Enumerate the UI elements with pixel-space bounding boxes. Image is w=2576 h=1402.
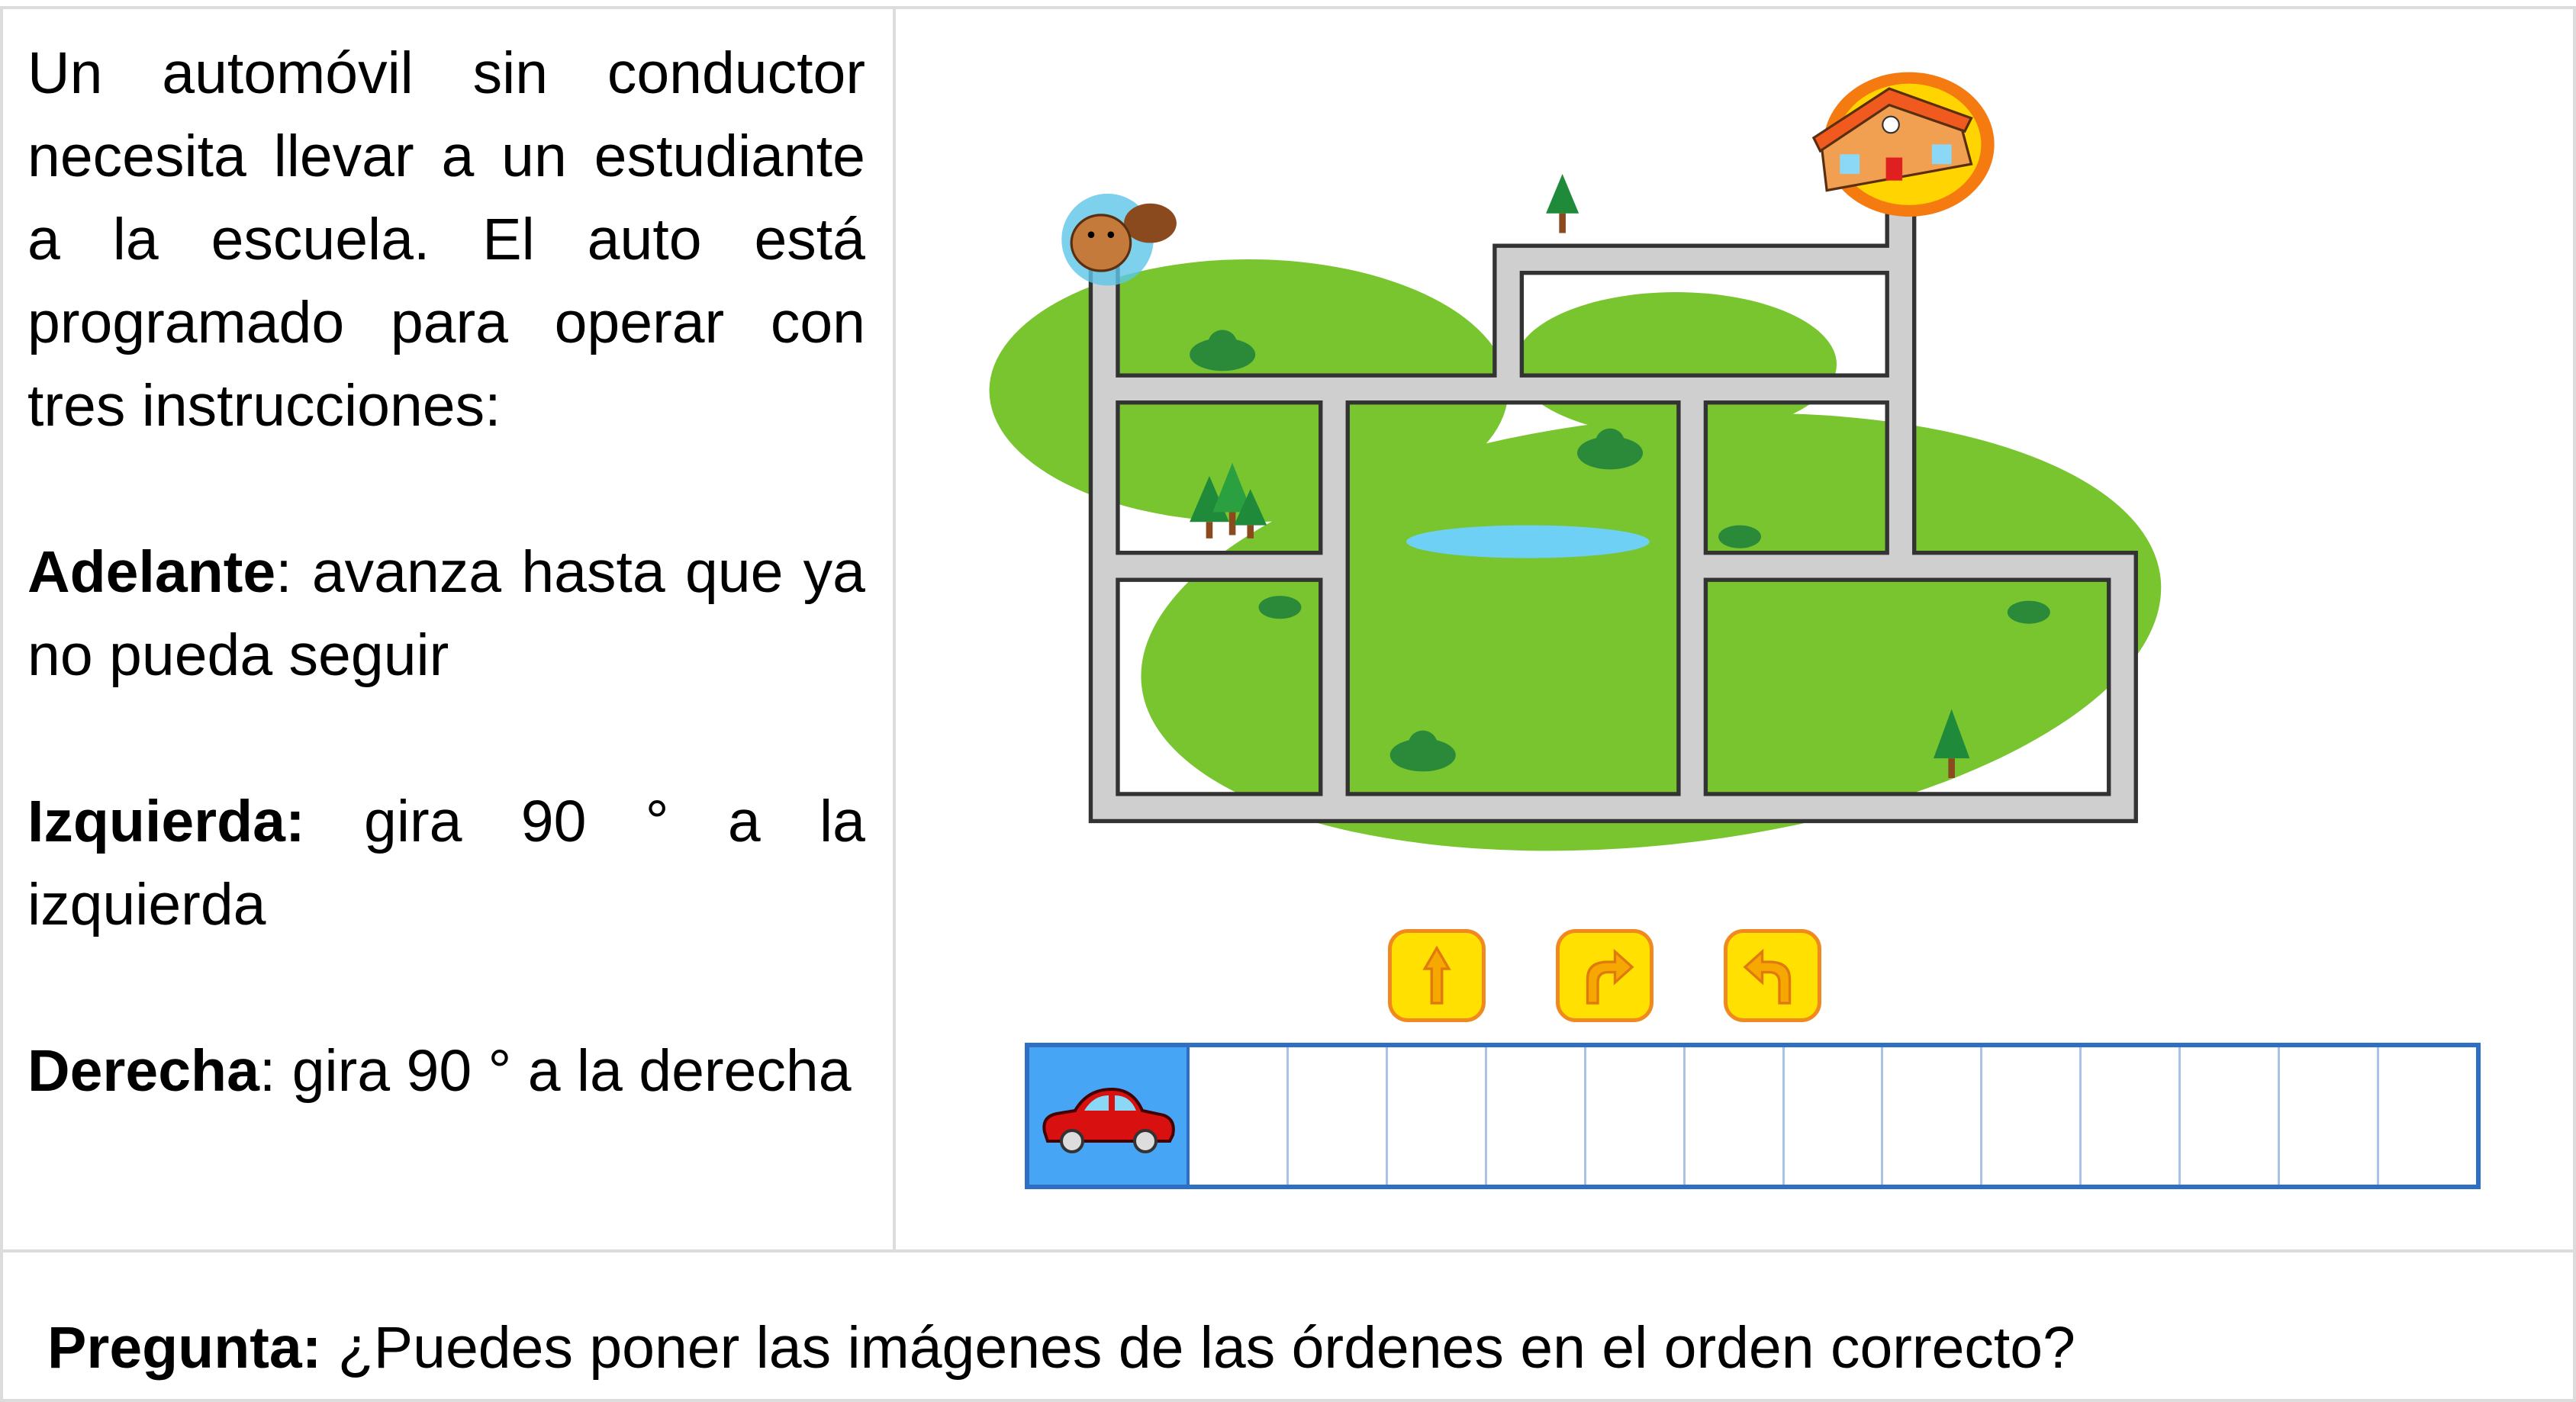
program-slot[interactable] [2379,1047,2476,1185]
program-slot[interactable] [2280,1047,2380,1185]
question-label: Pregunta: [47,1315,322,1381]
forward-arrow-icon [1422,945,1451,1005]
city-map [989,72,2162,851]
program-strip [1025,1043,2481,1189]
beaver-icon [1061,193,1177,286]
bushes [1190,330,2050,772]
intro-paragraph: Un automóvil sin conductor necesita llev… [27,40,865,439]
question-text: ¿Puedes poner las imágenes de las órdene… [321,1315,2075,1381]
instruction-forward: Adelante: avanza hasta que ya no pueda s… [27,539,865,688]
program-slot[interactable] [1388,1047,1487,1185]
program-slot[interactable] [1586,1047,1686,1185]
instruction-left: Izquierda: gira 90 ° a la izquierda [27,789,865,937]
program-slot[interactable] [1785,1047,1884,1185]
program-slot[interactable] [1487,1047,1586,1185]
instructions-text: Un automóvil sin conductor necesita llev… [27,32,865,1113]
program-slot[interactable] [1883,1047,1983,1185]
program-start-cell [1029,1047,1190,1185]
program-slot[interactable] [2181,1047,2281,1185]
car-icon [1042,1087,1175,1153]
turn-left-arrow-icon [1743,948,1792,1005]
instruction-right: Derecha: gira 90 ° a la derecha [27,1038,852,1104]
turn-left-command-button[interactable] [1724,929,1821,1022]
school-icon [1811,72,1995,217]
pond [1406,525,1650,558]
program-slot[interactable] [1190,1047,1289,1185]
turn-right-arrow-icon [1586,948,1634,1005]
turn-right-command-button[interactable] [1556,929,1653,1022]
program-slot[interactable] [1982,1047,2082,1185]
program-slot[interactable] [2082,1047,2182,1185]
trees [1190,174,1970,779]
program-slot[interactable] [1686,1047,1785,1185]
question: Pregunta: ¿Puedes poner las imágenes de … [47,1314,2075,1382]
program-slot[interactable] [1289,1047,1388,1185]
roads [1088,165,2138,824]
forward-command-button[interactable] [1388,929,1486,1022]
